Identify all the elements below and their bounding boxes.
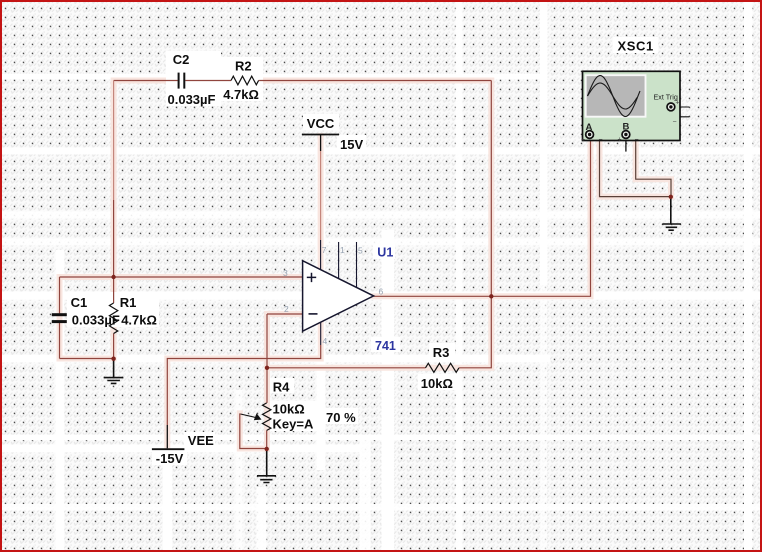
svg-text:VEE: VEE xyxy=(188,433,214,448)
svg-text:B: B xyxy=(623,122,630,133)
svg-text:R1: R1 xyxy=(120,295,137,310)
svg-text:70 %: 70 % xyxy=(326,410,356,425)
svg-text:−: − xyxy=(673,119,677,126)
svg-text:VCC: VCC xyxy=(307,116,335,131)
svg-text:741: 741 xyxy=(375,339,396,353)
svg-text:2: 2 xyxy=(284,304,289,314)
svg-text:4.7kΩ: 4.7kΩ xyxy=(223,87,259,102)
svg-text:C2: C2 xyxy=(173,52,190,67)
svg-text:0.033µF: 0.033µF xyxy=(168,92,216,107)
svg-text:+: + xyxy=(618,137,622,144)
svg-text:-15V: -15V xyxy=(156,451,184,466)
svg-text:+: + xyxy=(581,137,585,144)
svg-text:R4: R4 xyxy=(273,379,290,394)
svg-text:+: + xyxy=(676,100,680,107)
svg-text:10kΩ: 10kΩ xyxy=(273,402,305,417)
svg-text:3: 3 xyxy=(283,268,288,278)
svg-text:Ext Trig: Ext Trig xyxy=(654,93,678,102)
svg-text:XSC1: XSC1 xyxy=(618,39,654,54)
svg-text:6: 6 xyxy=(379,286,384,296)
svg-text:5: 5 xyxy=(358,246,363,256)
svg-text:−: − xyxy=(635,137,639,144)
svg-text:−: − xyxy=(599,137,603,144)
svg-text:1: 1 xyxy=(340,245,345,255)
svg-text:4: 4 xyxy=(323,336,328,346)
svg-text:0.033µF: 0.033µF xyxy=(72,313,120,328)
svg-text:15V: 15V xyxy=(340,137,363,152)
svg-text:C1: C1 xyxy=(71,295,88,310)
svg-text:U1: U1 xyxy=(377,246,393,260)
svg-text:10kΩ: 10kΩ xyxy=(421,376,453,391)
svg-text:4.7kΩ: 4.7kΩ xyxy=(121,313,157,328)
svg-text:R3: R3 xyxy=(433,345,450,360)
svg-text:A: A xyxy=(586,122,593,133)
svg-text:7: 7 xyxy=(322,245,327,255)
svg-text:Key=A: Key=A xyxy=(273,417,314,432)
svg-text:R2: R2 xyxy=(235,58,252,73)
